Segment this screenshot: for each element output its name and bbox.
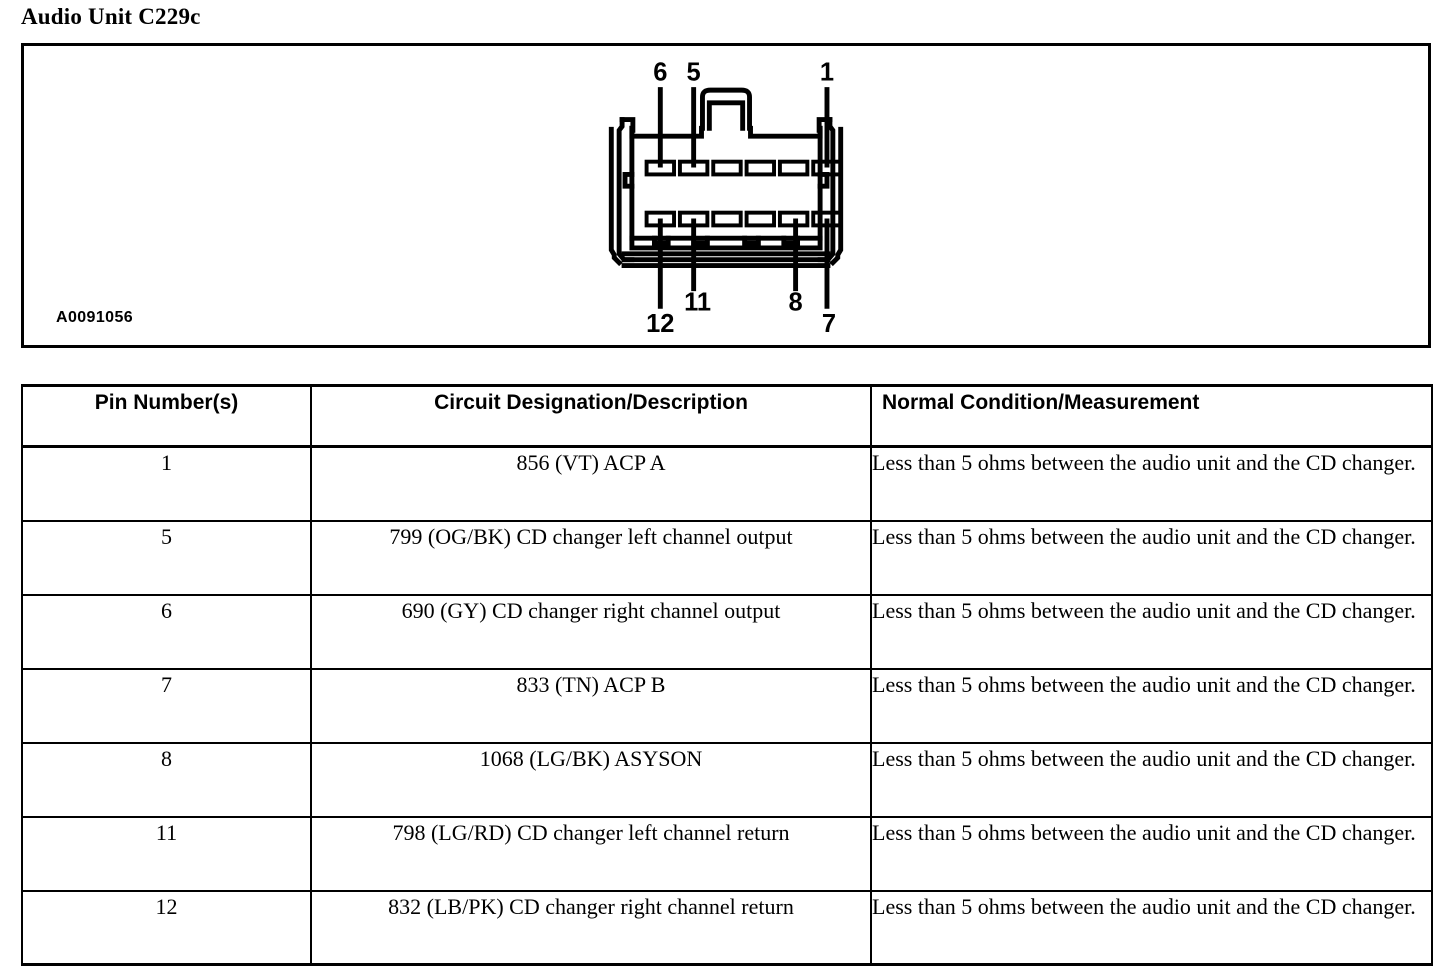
column-header-pin: Pin Number(s) [21,384,312,448]
cell-circuit-description: 1068 (LG/BK) ASYSON [310,741,872,818]
table-header-row: Pin Number(s) Circuit Designation/Descri… [21,384,1433,448]
housing-skirt [629,235,823,251]
pin-reference-table: Pin Number(s) Circuit Designation/Descri… [21,384,1433,966]
page-title: Audio Unit C229c [21,4,201,29]
connector-illustration: 6 5 1 12 11 8 7 [608,58,844,338]
column-header-description: Circuit Designation/Description [310,384,872,448]
diagram-reference-code: A0091056 [56,309,134,326]
cell-normal-condition: Less than 5 ohms between the audio unit … [870,815,1433,892]
cell-pin-number: 1 [21,445,312,522]
terminal-top-3 [711,159,743,177]
pin-label-1: 1 [820,58,834,86]
terminal-top-5 [777,159,810,177]
housing-top-left-rail [629,125,704,139]
pin-label-7: 7 [822,310,836,338]
pin-label-8: 8 [789,289,803,317]
pin-label-5: 5 [687,58,701,86]
cell-pin-number: 11 [21,815,312,892]
housing-notch-left [622,171,635,189]
cell-pin-number: 7 [21,667,312,744]
terminal-bottom-4 [744,210,776,228]
cell-normal-condition: Less than 5 ohms between the audio unit … [870,741,1433,818]
cell-circuit-description: 798 (LG/RD) CD changer left channel retu… [310,815,872,892]
housing-body [629,125,823,241]
latch-arch-inner [706,100,746,131]
pin-label-11: 11 [684,289,711,317]
pin-label-6: 6 [653,58,667,86]
cell-normal-condition: Less than 5 ohms between the audio unit … [870,593,1433,670]
housing-top-right-rail [748,125,823,139]
terminal-bottom-3 [711,210,743,228]
cell-circuit-description: 799 (OG/BK) CD changer left channel outp… [310,519,872,596]
shell-right-outer [829,126,844,267]
cell-circuit-description: 833 (TN) ACP B [310,667,872,744]
cell-pin-number: 6 [21,593,312,670]
cell-pin-number: 8 [21,741,312,818]
cell-normal-condition: Less than 5 ohms between the audio unit … [870,519,1433,596]
cell-pin-number: 5 [21,519,312,596]
cell-circuit-description: 832 (LB/PK) CD changer right channel ret… [310,889,872,966]
shell-left-outer [608,126,623,267]
connector-diagram-panel: 6 5 1 12 11 8 7 A0091056 [21,43,1431,348]
cell-normal-condition: Less than 5 ohms between the audio unit … [870,667,1433,744]
cell-circuit-description: 690 (GY) CD changer right channel output [310,593,872,670]
cell-pin-number: 12 [21,889,312,966]
column-header-measurement: Normal Condition/Measurement [870,384,1433,448]
terminal-top-4 [744,159,776,177]
cell-normal-condition: Less than 5 ohms between the audio unit … [870,445,1433,522]
cell-circuit-description: 856 (VT) ACP A [310,445,872,522]
latch-arch-outer [700,87,752,131]
skirt-bump-3 [742,235,761,246]
pin-label-12: 12 [646,310,674,338]
cell-normal-condition: Less than 5 ohms between the audio unit … [870,889,1433,966]
